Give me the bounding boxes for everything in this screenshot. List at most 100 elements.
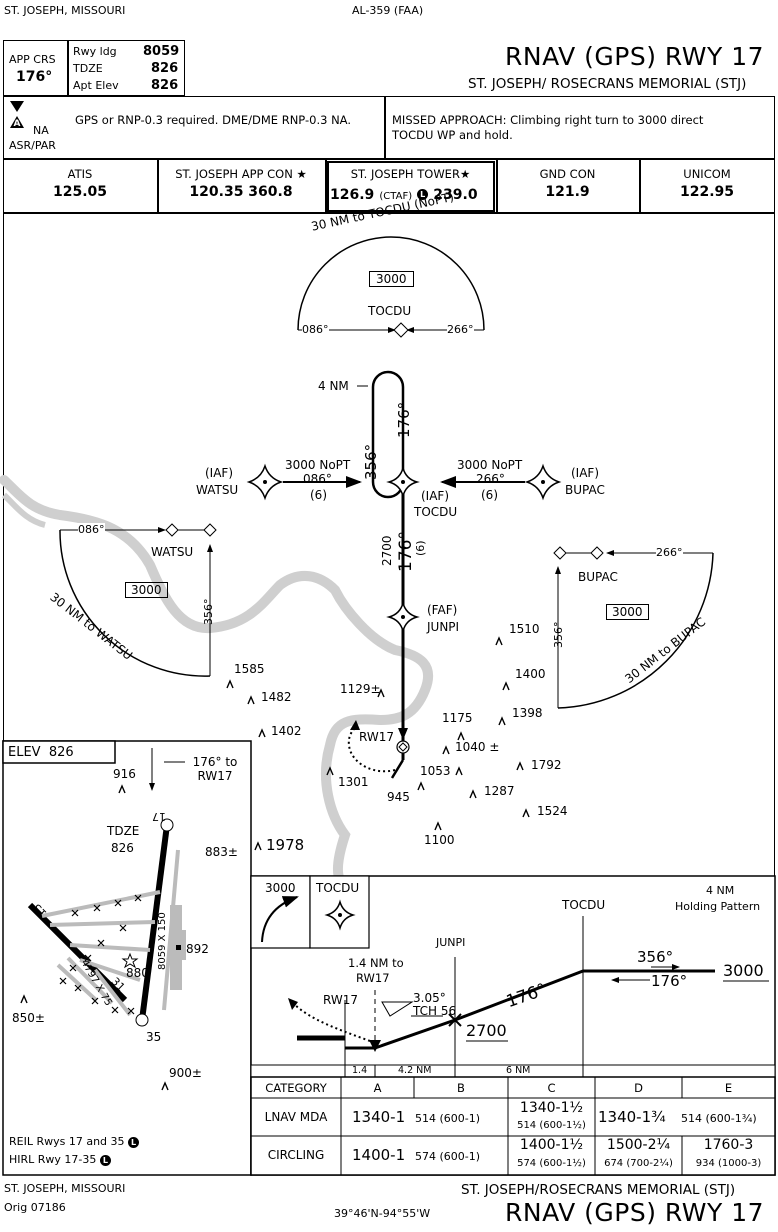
- segment-course: 176°: [396, 531, 416, 572]
- missed-approach-line1: MISSED APPROACH: Climbing right turn to …: [392, 113, 704, 127]
- briefing-box: [3, 40, 185, 96]
- taa-east-altitude: 3000: [606, 604, 649, 620]
- river: [0, 475, 434, 885]
- footer-title: RNAV (GPS) RWY 17: [505, 1198, 765, 1227]
- ctaf-label: (CTAF): [379, 191, 413, 202]
- holding-pattern: [371, 370, 405, 499]
- obstacle-label: 1792: [531, 758, 562, 772]
- obstacle-label: 1301: [338, 775, 369, 789]
- lnav-c-height: 514 (600-1½): [517, 1120, 586, 1131]
- segment-altitude: 2700: [380, 535, 394, 566]
- comm-tower-freq: 126.9: [330, 187, 375, 203]
- pilot-controlled-lighting-icon: L: [99, 1155, 111, 1166]
- watsu-iaf-label: (IAF): [205, 466, 234, 480]
- sketch-tdze-label: TDZE: [107, 824, 140, 838]
- circling-c-height: 574 (600-1½): [517, 1158, 586, 1169]
- obstacle-label: 1585: [234, 662, 265, 676]
- missed-approach-arrow: [350, 720, 360, 730]
- minimums-table: [250, 1076, 776, 1176]
- taa-east-356: 356°: [552, 621, 565, 649]
- profile-hold-176: 176°: [651, 972, 688, 990]
- alternate-minimums-icon: A: [10, 101, 24, 129]
- profile-tocdu: TOCDU: [562, 898, 606, 912]
- profile-junpi: JUNPI: [436, 936, 466, 949]
- missed-climb-icon: [261, 896, 299, 943]
- tocdu-name: TOCDU: [414, 505, 458, 519]
- lnav-ab-height: 514 (600-1): [415, 1112, 481, 1125]
- taa-east-fix: BUPAC: [578, 570, 618, 584]
- missed-approach-line2: TOCDU WP and hold.: [392, 128, 513, 142]
- threshold-crossing-height: TCH 56: [413, 1004, 457, 1018]
- comm-tower-freq-group: 126.9 (CTAF) L 239.0: [330, 184, 478, 203]
- lnav-mda-label: LNAV MDA: [264, 1110, 328, 1124]
- taa-north-altitude: 3000: [369, 271, 414, 287]
- obstacle-label: 1482: [261, 690, 292, 704]
- taa-west-fix: WATSU: [151, 545, 194, 559]
- obstacle-label: 1402: [271, 724, 302, 738]
- hirl-text: HIRL Rwy 17-35: [9, 1153, 97, 1166]
- obstacle-label: 1053: [420, 764, 451, 778]
- divider: [384, 96, 386, 159]
- comm-atis-freq: 125.05: [52, 184, 108, 200]
- app-crs-value: 176°: [16, 69, 53, 85]
- min-header-b: B: [457, 1081, 465, 1095]
- hirl-note: HIRL Rwy 17-35 L: [9, 1153, 111, 1166]
- comm-unicom-freq: 122.95: [679, 184, 735, 200]
- final-course-arrow: [398, 728, 408, 740]
- bupac-taa-waypoint: [590, 546, 604, 560]
- obstacle-label: 1400: [515, 667, 546, 681]
- procedure-notes: GPS or RNP-0.3 required. DME/DME RNP-0.3…: [75, 113, 351, 127]
- tocdu-iaf-label: (IAF): [421, 489, 450, 503]
- obstacle-label: 1524: [537, 804, 568, 818]
- runway-17-label: 17: [152, 810, 166, 823]
- bupac-nopt-altitude: 3000 NoPT: [457, 458, 523, 472]
- watsu-nopt-course: 086°: [303, 472, 332, 486]
- svg-text:A: A: [14, 119, 21, 129]
- profile-rw17: RW17: [323, 993, 358, 1007]
- sketch-obstacle-850: 850±: [12, 1011, 45, 1025]
- taa-north-086: 086°: [302, 323, 329, 336]
- obstacle-label: 1978: [266, 836, 305, 854]
- obstacle-label: 1398: [512, 706, 543, 720]
- runway-35-label: 35: [146, 1030, 162, 1044]
- course-to-rw17: 176° to RW17: [192, 755, 238, 783]
- taa-west-356: 356°: [202, 598, 215, 626]
- rw17-name: RW17: [359, 730, 394, 744]
- circling-e-height: 934 (1000-3): [695, 1158, 762, 1169]
- sketch-elev-880: 880: [126, 966, 149, 980]
- circling-ab-height: 574 (600-1): [415, 1150, 481, 1163]
- watsu-nopt-altitude: 3000 NoPT: [285, 458, 351, 472]
- missed-icon-box-climb: [250, 875, 311, 949]
- descent-profile: [374, 969, 715, 1050]
- river-branch: [1, 492, 46, 528]
- alternate-na: NA: [33, 124, 49, 137]
- comm-unicom-name: UNICOM: [683, 167, 731, 181]
- reil-note: REIL Rwys 17 and 35 L: [9, 1135, 140, 1148]
- missed-approach-turn: [347, 727, 396, 773]
- airport-diagram: [20, 748, 186, 1091]
- footer-coordinates: 39°46'N-94°55'W: [334, 1207, 431, 1220]
- taa-west-arc: [59, 529, 211, 677]
- profile-missed-path: [292, 1002, 371, 1042]
- distance-2: 4.2 NM: [398, 1065, 432, 1076]
- taa-west-altitude: 3000: [125, 582, 168, 598]
- runway-stub: [390, 759, 405, 779]
- glidepath-angle: 3.05°: [413, 991, 446, 1005]
- notes-box: [3, 96, 775, 159]
- min-header-a: A: [373, 1081, 382, 1095]
- lnav-c-minima: 1340-1½: [519, 1100, 584, 1116]
- divider: [639, 159, 641, 213]
- hold-distance: 4 NM: [318, 379, 349, 393]
- min-header-category: CATEGORY: [265, 1081, 327, 1095]
- lnav-d-minima: 1340-1¾: [598, 1108, 666, 1126]
- vda-note-2: RW17: [356, 971, 390, 985]
- junpi-profile-fix: [448, 1013, 462, 1027]
- obstacle-label: 1175: [442, 711, 473, 725]
- sketch-obstacle-916: 916: [113, 767, 136, 781]
- elev-box: [2, 740, 116, 764]
- taa-north-fix: TOCDU: [368, 304, 412, 318]
- header-city-state: ST. JOSEPH, MISSOURI: [4, 4, 126, 17]
- divider: [496, 159, 498, 213]
- main-runway-dimensions: 8059 X 150: [157, 912, 168, 970]
- taa-east-266: 266°: [656, 546, 683, 559]
